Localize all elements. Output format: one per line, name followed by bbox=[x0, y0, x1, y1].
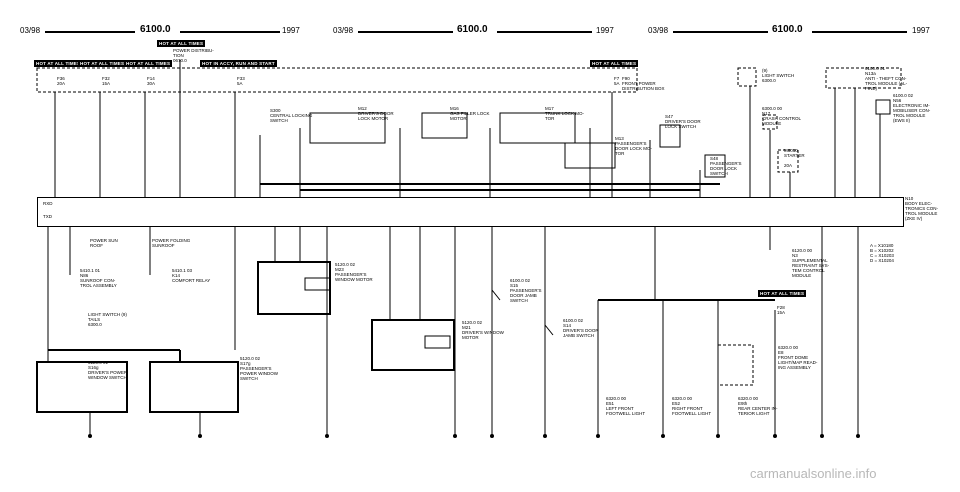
right-footwell-light-label: 6320.0 00 E52 RIGHT FRONT FOOTWELL LIGHT bbox=[672, 396, 712, 416]
header-year-2: 1997 bbox=[596, 26, 614, 35]
left-footwell-light-label: 6320.0 00 E51 LEFT FRONT FOOTWELL LIGHT bbox=[606, 396, 646, 416]
gas-filler-lock-motor-label: M16 GAS FILLER LOCK MOTOR bbox=[450, 106, 490, 121]
watermark: carmanualsonline.info bbox=[750, 466, 877, 481]
rear-interior-light-label: 6320.0 00 E9th REAR CENTER IN- TERIOR LI… bbox=[738, 396, 778, 416]
comfort-relay-label: 5410.1 03 K14 COMFORT RELAY bbox=[172, 268, 211, 283]
header-title-1: 6100.0 bbox=[140, 24, 171, 35]
hot-label-top: HOT AT ALL TIMES bbox=[157, 40, 206, 47]
driver-window-switch-label: 5120.0 01 S16g DRIVER'S POWER WINDOW SWI… bbox=[88, 360, 128, 380]
driver-door-lock-motor-label: M12 DRIVER'S DOOR LOCK MOTOR bbox=[358, 106, 394, 121]
header-date-1: 03/98 bbox=[20, 26, 41, 35]
sunroof-control-label: 5410.1 01 N86 SUNROOF CON- TROL ASSEMBLY bbox=[80, 268, 117, 288]
fuse-f7: F7 5A bbox=[614, 76, 620, 86]
fuse-f36: F36 20A bbox=[57, 76, 66, 86]
header-date-3: 03/98 bbox=[648, 26, 669, 35]
fuse-f14: F14 30A bbox=[147, 76, 156, 86]
hot-label-accy: HOT IN ACCY, RUN AND START bbox=[200, 60, 277, 67]
anti-theft-label: 6100.0 01 N13a ANTI - THEFT CON- TROL MO… bbox=[865, 66, 908, 91]
srs-module-label: 6120.0 00 N3 SUPPLEMENTAL RESTRAINT SYS-… bbox=[792, 248, 830, 278]
light-switch-label: (9) LIGHT SWITCH 6300.0 bbox=[762, 68, 795, 83]
starter-label: M6010 STARTER 20A bbox=[784, 148, 805, 168]
header-year-3: 1997 bbox=[912, 26, 930, 35]
passenger-door-lock-motor-label: M13 PASSENGER'S DOOR LOCK MO- TOR bbox=[615, 136, 653, 156]
fuse-f28: F28 15A bbox=[777, 305, 786, 315]
light-switch-tails-label: LIGHT SWITCH (9) TAILS 6300.0 bbox=[88, 312, 127, 327]
passenger-door-jamb-label: 6100.0 02 S15 PASSENGER'S DOOR JAMB SWIT… bbox=[510, 278, 542, 303]
front-power-dist-label: F90 FRONT POWER DISTRIBUTION BOX bbox=[622, 76, 665, 91]
hot-label-3: HOT AT ALL TIMES bbox=[124, 60, 173, 67]
header-date-2: 03/98 bbox=[333, 26, 354, 35]
hot-label-lower: HOT AT ALL TIMES bbox=[758, 290, 807, 297]
connector-legend: A = X10180 B = X10202 C = X10203 D = X10… bbox=[870, 243, 894, 263]
hot-label-1: HOT AT ALL TIMES bbox=[34, 60, 83, 67]
body-ecu-module bbox=[37, 197, 904, 227]
fuse-f32: F32 15A bbox=[102, 76, 111, 86]
driver-door-lock-switch-label: S47 DRIVER'S DOOR LOCK SWITCH bbox=[665, 114, 701, 129]
central-locking-switch-label: S300 CENTRAL LOCKING SWITCH bbox=[270, 108, 313, 123]
fuse-f33: F33 5A bbox=[237, 76, 245, 86]
header-title-3: 6100.0 bbox=[772, 24, 803, 35]
driver-door-jamb-label: 6100.0 02 S14 DRIVER'S DOOR JAMB SWITCH bbox=[563, 318, 599, 338]
hot-label-2: HOT AT ALL TIMES bbox=[78, 60, 127, 67]
hot-label-right: HOT AT ALL TIMES bbox=[590, 60, 639, 67]
crash-module-label: 6300.0 00 N17 CRASH CONTROL MODULE bbox=[762, 106, 802, 126]
power-distribution-label: POWER DISTRIBU- TION 0670.0 bbox=[173, 48, 214, 63]
passenger-window-motor-label: 5120.0 02 M23 PASSENGER'S WINDOW MOTOR bbox=[335, 262, 373, 282]
trunk-lock-motor-label: M17 TRUNK LOCK MO- TOR bbox=[545, 106, 585, 121]
power-sunroof-label: POWER SUN ROOF bbox=[90, 238, 118, 248]
driver-window-motor-label: 5120.0 02 M21 DRIVER'S WINDOW MOTOR bbox=[462, 320, 504, 340]
passenger-window-switch-label: 5120.0 02 S17g PASSENGER'S POWER WINDOW … bbox=[240, 356, 278, 381]
power-folding-sunroof-label: POWER FOLDING SUNROOF bbox=[152, 238, 191, 248]
ews-label: 6100.0 02 N56 ELECTRONIC IM- MOBILISER C… bbox=[893, 93, 931, 123]
body-ecu-label: N10 BODY ELEC- TRONICS CON- TROL MODULE … bbox=[905, 196, 938, 221]
front-dome-light-label: 6320.0 00 E8 FRONT DOME LIGHT/MAP READ- … bbox=[778, 345, 818, 370]
header-year-1: 1997 bbox=[282, 26, 300, 35]
bus-rxd: RXD bbox=[43, 201, 53, 206]
bus-txd: TXD bbox=[43, 214, 52, 219]
header-title-2: 6100.0 bbox=[457, 24, 488, 35]
passenger-door-lock-switch-label: S48 PASSENGER'S DOOR LOCK SWITCH bbox=[710, 156, 742, 176]
